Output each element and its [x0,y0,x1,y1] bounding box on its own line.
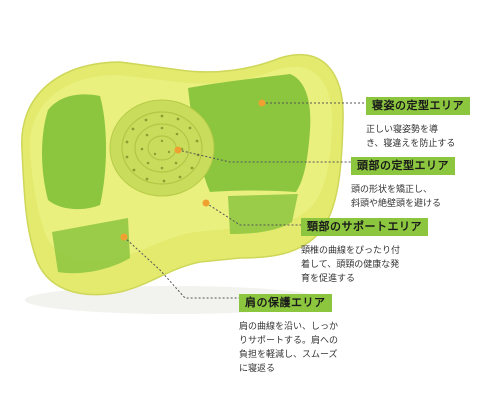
callout-label: 肩の保護エリア [239,294,332,312]
callout-description: 肩の曲線を沿い、しっか りサポートする。肩への 負担を軽減し、スムーズ に寝返る [239,322,339,374]
left-front-panel [52,218,130,274]
callout-description: 頸椎の曲線をぴったり付 着して、頭頸の健康な発 育を促進する [301,246,401,284]
callout-neck-support: 頸部のサポートエリア 頸椎の曲線をぴったり付 着して、頭頸の健康な発 育を促進す… [301,215,428,286]
ventilation-holes [125,114,200,183]
callout-sleep-posture: 寝姿の定型エリア 正しい寝姿勢を導 き、寝違えを防止する [366,94,470,151]
leader-line-head [177,149,353,163]
callout-description: 正しい寝姿勢を導 き、寝違えを防止する [366,125,456,149]
left-panel [42,94,106,210]
marker-shoulder [120,233,128,241]
leader-line-shoulder [123,236,241,299]
callout-label: 頸部のサポートエリア [301,218,428,236]
leader-lines [123,102,368,299]
leader-line-neck-support [205,202,303,226]
marker-sleep-posture [258,99,266,107]
callout-shoulder: 肩の保護エリア 肩の曲線を沿い、しっか りサポートする。肩への 負担を軽減し、ス… [239,291,338,376]
callout-label: 頭部の定型エリア [351,157,455,175]
marker-head [174,146,182,154]
callout-description: 頭の形状を矯正し、 斜頭や絶壁頭を避ける [351,185,442,209]
marker-neck-support [202,199,210,207]
head-disk-ring-1 [121,111,203,185]
callout-label: 寝姿の定型エリア [366,97,470,115]
callout-head: 頭部の定型エリア 頭の形状を矯正し、 斜頭や絶壁頭を避ける [351,154,455,211]
head-disk-outer [109,99,215,197]
head-disk-ring-2 [134,123,190,173]
markers [120,99,266,241]
right-front-panel [228,194,298,234]
